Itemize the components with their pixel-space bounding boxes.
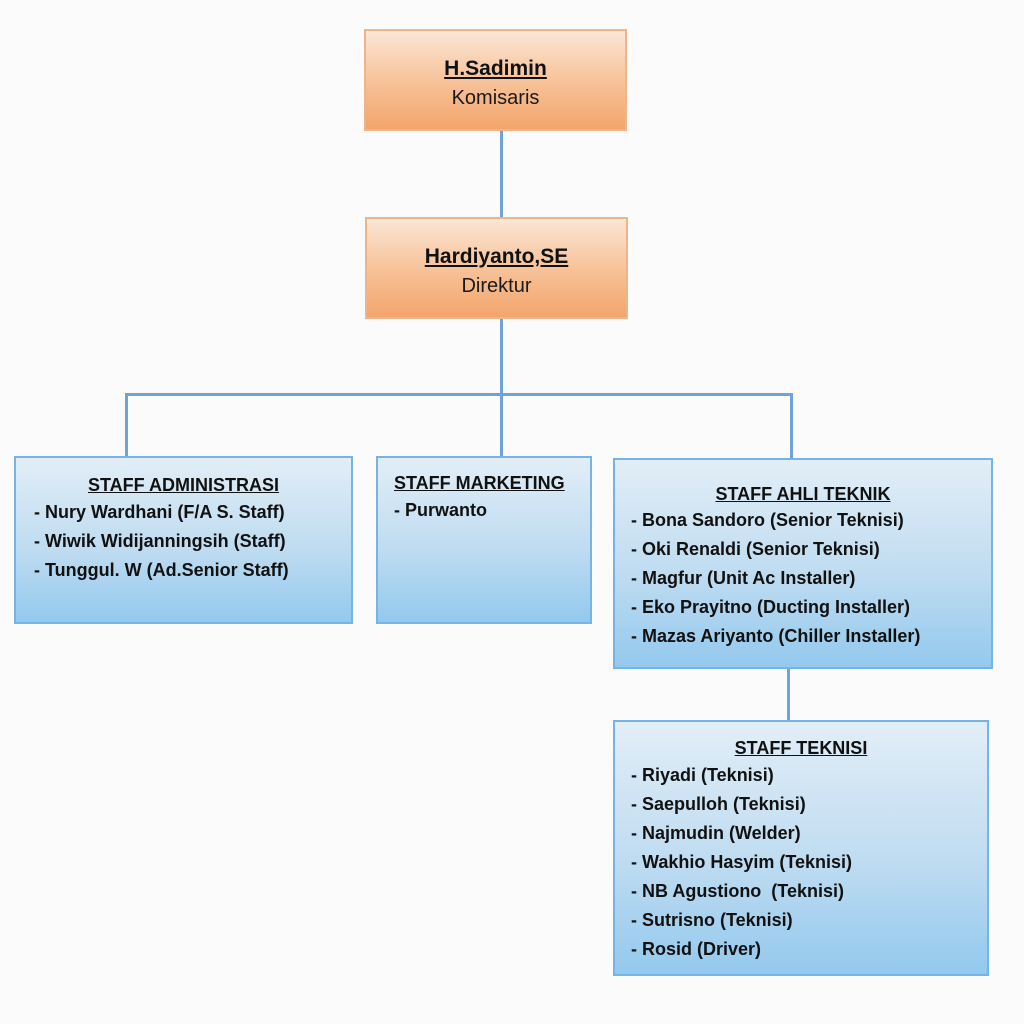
list-item: - NB Agustiono (Teknisi) <box>631 881 844 901</box>
list-item: - Nury Wardhani (F/A S. Staff) <box>34 502 285 522</box>
list-item: - Saepulloh (Teknisi) <box>631 794 806 814</box>
staff-administrasi-title: STAFF ADMINISTRASI <box>88 475 279 495</box>
direktur-node: Hardiyanto,SE Direktur <box>365 217 628 319</box>
direktur-role: Direktur <box>461 275 532 297</box>
staff-ahli-teknik-title: STAFF AHLI TEKNIK <box>715 484 891 504</box>
staff-administrasi-node: STAFF ADMINISTRASI - Nury Wardhani (F/A … <box>14 456 353 624</box>
list-item: - Rosid (Driver) <box>631 939 762 959</box>
staff-ahli-teknik-node: STAFF AHLI TEKNIK - Bona Sandoro (Senior… <box>613 458 993 669</box>
direktur-name: Hardiyanto,SE <box>424 245 569 268</box>
staff-teknisi-list: - Riyadi (Teknisi) - Saepulloh (Teknisi)… <box>631 761 987 964</box>
staff-administrasi-list: - Nury Wardhani (F/A S. Staff) - Wiwik W… <box>34 498 351 585</box>
connector-komisaris-direktur <box>500 130 503 218</box>
connector-horizontal-bus <box>125 393 793 396</box>
connector-to-ahli-teknik <box>790 393 793 459</box>
staff-marketing-title: STAFF MARKETING <box>394 473 565 493</box>
komisaris-name: H.Sadimin <box>444 57 547 80</box>
list-item: - Najmudin (Welder) <box>631 823 801 843</box>
list-item: - Sutrisno (Teknisi) <box>631 910 793 930</box>
connector-ahli-teknik-to-teknisi <box>787 668 790 721</box>
connector-to-administrasi <box>125 393 128 457</box>
staff-marketing-list: - Purwanto <box>394 496 590 525</box>
connector-direktur-down <box>500 318 503 395</box>
staff-ahli-teknik-list: - Bona Sandoro (Senior Teknisi) - Oki Re… <box>631 506 991 651</box>
connector-to-marketing <box>500 393 503 457</box>
list-item: - Purwanto <box>394 500 487 520</box>
komisaris-role: Komisaris <box>451 87 540 109</box>
list-item: - Mazas Ariyanto (Chiller Installer) <box>631 626 921 646</box>
list-item: - Eko Prayitno (Ducting Installer) <box>631 597 911 617</box>
list-item: - Wakhio Hasyim (Teknisi) <box>631 852 853 872</box>
staff-teknisi-title: STAFF TEKNISI <box>734 738 868 758</box>
list-item: - Tunggul. W (Ad.Senior Staff) <box>34 560 289 580</box>
staff-teknisi-node: STAFF TEKNISI - Riyadi (Teknisi) - Saepu… <box>613 720 989 976</box>
komisaris-node: H.Sadimin Komisaris <box>364 29 627 131</box>
staff-marketing-node: STAFF MARKETING - Purwanto <box>376 456 592 624</box>
list-item: - Riyadi (Teknisi) <box>631 765 774 785</box>
list-item: - Bona Sandoro (Senior Teknisi) <box>631 510 904 530</box>
list-item: - Magfur (Unit Ac Installer) <box>631 568 856 588</box>
list-item: - Wiwik Widijanningsih (Staff) <box>34 531 286 551</box>
list-item: - Oki Renaldi (Senior Teknisi) <box>631 539 880 559</box>
